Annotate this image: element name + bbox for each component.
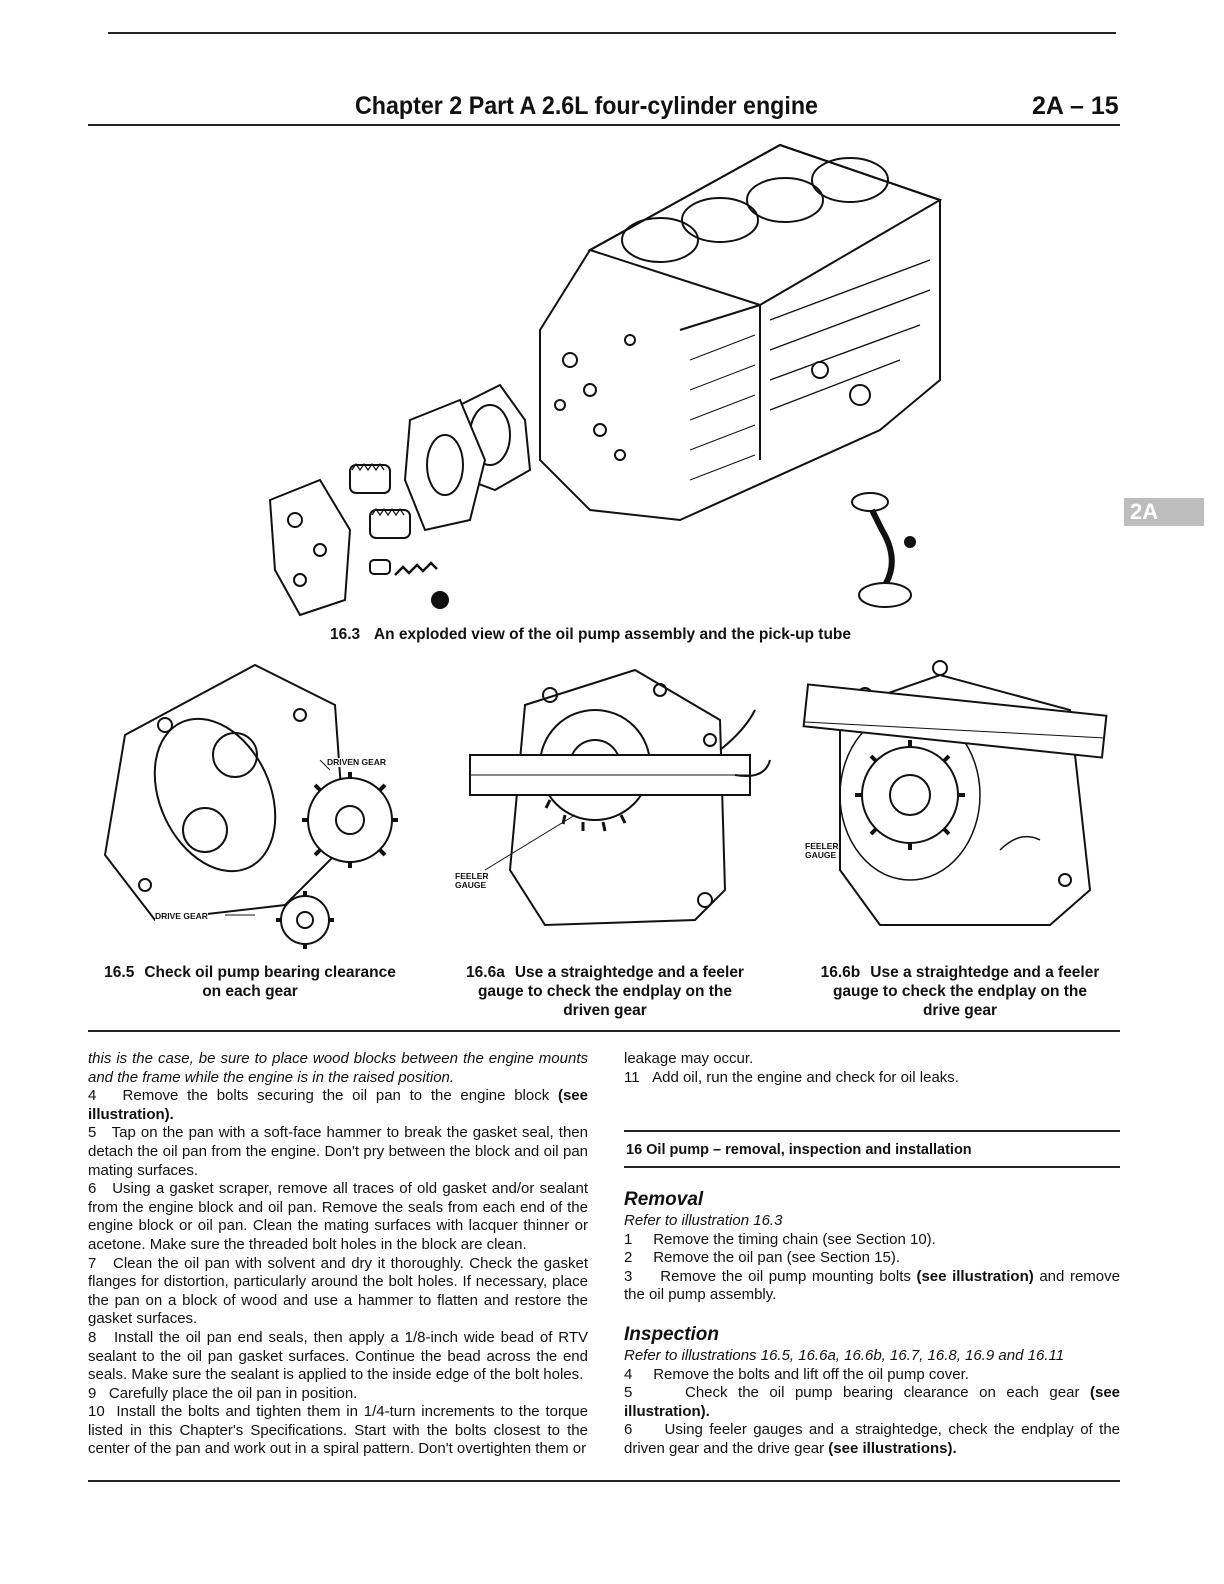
figure-16-6b-drive-gear-endplay: FEELER GAUGE xyxy=(800,650,1120,955)
gauge-label: GAUGE xyxy=(805,850,837,860)
left-text-column: this is the case, be sure to place wood … xyxy=(88,1050,588,1459)
figure-number: 16.6b xyxy=(820,964,861,981)
caption-line: gauge to check the endplay on the xyxy=(832,983,1088,1000)
removal-reference: Refer to illustration 16.3 xyxy=(624,1212,783,1229)
step-8: 8 Install the oil pan end seals, then ap… xyxy=(88,1328,588,1384)
figure-caption-text: An exploded view of the oil pump assembl… xyxy=(373,626,852,643)
text-top-rule xyxy=(88,1030,1120,1032)
figure-16-5-caption: 16.5 Check oil pump bearing clearance on … xyxy=(85,963,415,1001)
figure-16-6a-driven-gear-endplay: FEELER GAUGE xyxy=(455,650,785,955)
gauge-label: GAUGE xyxy=(455,880,487,890)
figure-16-6a-caption: 16.6a Use a straightedge and a feeler gau… xyxy=(440,963,770,1020)
header-rule xyxy=(88,124,1120,126)
drive-gear-label: DRIVE GEAR xyxy=(155,911,208,921)
figure-16-5-bearing-clearance: DRIVEN GEAR DRIVE GEAR xyxy=(95,645,425,955)
inspection-step-6: 6 Using feeler gauges and a straightedge… xyxy=(624,1421,1121,1457)
figure-number: 16.5 xyxy=(104,964,135,981)
right-text-column: leakage may occur. 11 Add oil, run the e… xyxy=(624,1050,1120,1087)
caption-line: driven gear xyxy=(563,1002,647,1019)
page-number: 2A – 15 xyxy=(1032,92,1119,120)
right-text-column-section: Removal Refer to illustration 16.3 1 Rem… xyxy=(624,1170,1120,1459)
step-4: 4 Remove the bolts securing the oil pan … xyxy=(88,1087,588,1123)
removal-step-3: 3 Remove the oil pump mounting bolts (se… xyxy=(624,1267,1120,1304)
removal-step-1: 1 Remove the timing chain (see Section 1… xyxy=(624,1230,936,1248)
caption-line: Check oil pump bearing clearance xyxy=(144,964,396,981)
top-rule xyxy=(108,32,1116,34)
inspection-step-4: 4 Remove the bolts and lift off the oil … xyxy=(624,1365,969,1383)
step-9: 9 Carefully place the oil pan in positio… xyxy=(88,1384,358,1402)
caption-line: on each gear xyxy=(202,983,298,1000)
chapter-title: Chapter 2 Part A 2.6L four-cylinder engi… xyxy=(355,92,818,120)
caption-line: gauge to check the endplay on the xyxy=(477,983,733,1000)
paragraph: this is the case, be sure to place wood … xyxy=(88,1050,588,1086)
section-16-title: 16 Oil pump – removal, inspection and in… xyxy=(626,1142,972,1158)
step-5: 5 Tap on the pan with a soft-face hammer… xyxy=(88,1124,588,1179)
caption-line: drive gear xyxy=(922,1002,998,1019)
step-11: 11 Add oil, run the engine and check for… xyxy=(624,1068,959,1086)
footer-rule xyxy=(88,1480,1120,1482)
inspection-heading: Inspection xyxy=(624,1323,720,1345)
driven-gear-label: DRIVEN GEAR xyxy=(327,757,387,767)
figure-number: 16.3 xyxy=(330,626,361,643)
figure-number: 16.6a xyxy=(466,964,505,981)
step-10: 10 Install the bolts and tighten them in… xyxy=(88,1403,588,1458)
section-rule-bottom xyxy=(624,1166,1120,1168)
paragraph: leakage may occur. xyxy=(624,1050,754,1067)
caption-line: Use a straightedge and a feeler xyxy=(514,964,744,981)
figure-16-3-exploded-view xyxy=(260,130,960,620)
chapter-side-tab: 2A xyxy=(1124,498,1204,526)
feeler-label: FEELER xyxy=(455,871,489,881)
section-rule-top xyxy=(624,1130,1120,1132)
figure-16-3-caption: 16.3 An exploded view of the oil pump as… xyxy=(330,625,890,644)
removal-heading: Removal xyxy=(624,1189,704,1210)
feeler-label: FEELER xyxy=(805,841,839,851)
removal-step-2: 2 Remove the oil pan (see Section 15). xyxy=(624,1249,900,1267)
inspection-step-5: 5 Check the oil pump bearing clearance o… xyxy=(624,1384,1121,1420)
caption-line: Use a straightedge and a feeler xyxy=(870,964,1100,981)
step-7: 7 Clean the oil pan with solvent and dry… xyxy=(88,1254,588,1328)
step-6: 6 Using a gasket scraper, remove all tra… xyxy=(88,1180,588,1253)
figure-16-6b-caption: 16.6b Use a straightedge and a feeler gau… xyxy=(795,963,1125,1020)
inspection-reference: Refer to illustrations 16.5, 16.6a, 16.6… xyxy=(624,1346,1065,1364)
